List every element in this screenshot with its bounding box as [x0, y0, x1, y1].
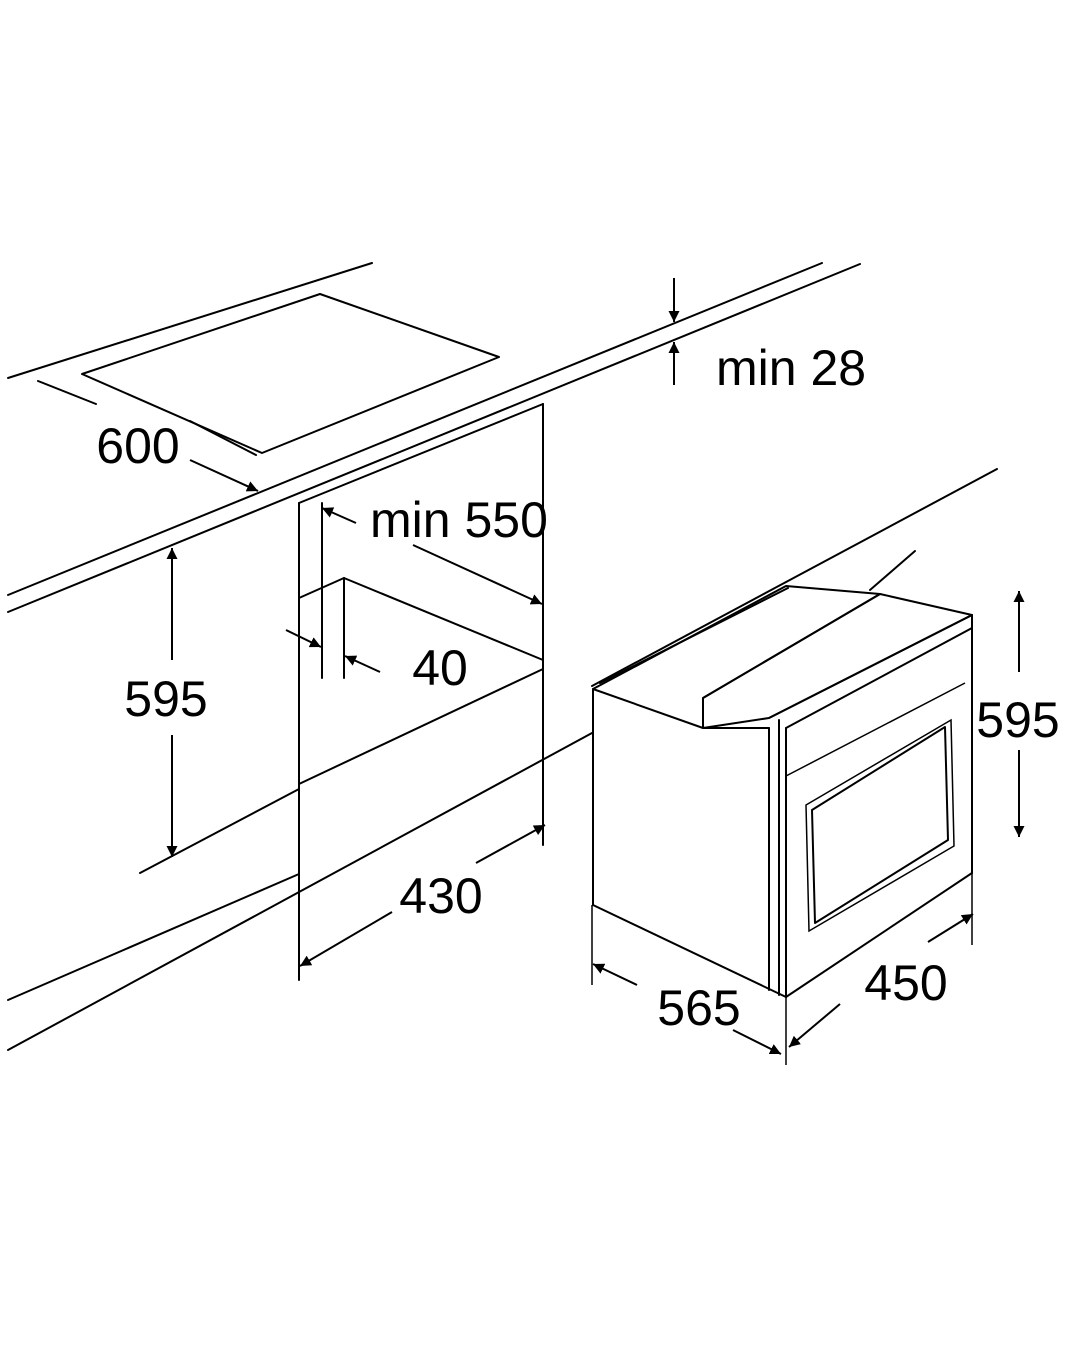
dim-450: 450 — [788, 873, 974, 1048]
dim-600: 600 — [96, 418, 259, 492]
dim-min-28-label: min 28 — [716, 340, 866, 396]
dim-595-cutout-label: 595 — [124, 671, 207, 727]
dim-min-28: min 28 — [668, 278, 866, 396]
hob-outline — [81, 293, 500, 454]
dim-565-label: 565 — [657, 980, 740, 1036]
floor-lines — [7, 468, 998, 1051]
dim-min-550: min 550 — [321, 492, 548, 605]
dim-40: 40 — [285, 629, 468, 696]
dim-min-550-label: min 550 — [370, 492, 548, 548]
dim-595-oven-label: 595 — [976, 692, 1059, 748]
dim-565: 565 — [591, 905, 787, 1065]
dim-40-label: 40 — [412, 640, 468, 696]
dim-595-cutout: 595 — [124, 548, 208, 857]
dim-595-oven: 595 — [976, 591, 1060, 837]
dim-430: 430 — [299, 824, 546, 967]
oven-body — [592, 585, 973, 998]
dim-450-label: 450 — [864, 955, 947, 1011]
cabinet-cutout — [298, 403, 544, 981]
countertop — [7, 262, 861, 613]
oven-window — [805, 718, 955, 933]
dim-430-label: 430 — [399, 868, 482, 924]
dim-600-label: 600 — [96, 418, 179, 474]
